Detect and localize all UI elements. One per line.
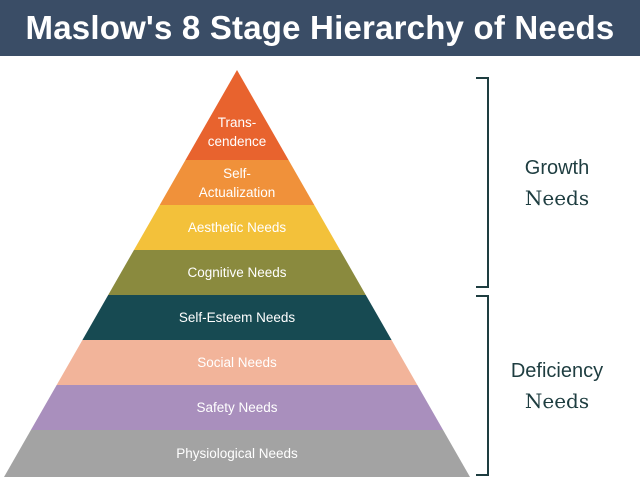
pyramid-layer-label-line: Aesthetic Needs (187, 220, 287, 235)
pyramid-layer-label-3: Cognitive Needs (127, 263, 347, 282)
pyramid-layer-label-1: Self- Actualization (127, 164, 347, 202)
pyramid-layer-label-line: Cognitive Needs (187, 265, 287, 280)
pyramid-layer-label-5: Social Needs (127, 353, 347, 372)
pyramid-layer-label-6: Safety Needs (127, 398, 347, 417)
pyramid-layer-label-0: Trans-cendence (127, 113, 347, 151)
pyramid-layer-label-4: Self-Esteem Needs (127, 308, 347, 327)
pyramid-layer-5 (56, 340, 418, 385)
pyramid-layer-4 (82, 295, 392, 340)
pyramid-layer-label-line: Trans- (217, 115, 257, 130)
page-title: Maslow's 8 Stage Hierarchy of Needs (25, 9, 615, 46)
brace-0 (476, 77, 489, 288)
pyramid-layer-label-line: Physiological Needs (176, 446, 298, 461)
title-bar: Maslow's 8 Stage Hierarchy of Needs (0, 0, 640, 56)
pyramid-layer-label-line: Self-Esteem Needs (178, 310, 296, 325)
brace-1 (476, 295, 489, 476)
pyramid-layer-label-line: Safety Needs (196, 400, 278, 415)
pyramid-layer-label-line: Self- (223, 165, 251, 181)
pyramid-layer-0 (185, 70, 289, 160)
pyramid-layer-label-line: Actualization (198, 184, 276, 200)
group-label-line: Growth (524, 156, 590, 179)
pyramid-layer-1 (159, 160, 315, 205)
group-label-line: Needs (524, 185, 590, 210)
pyramid-layer-label-2: Aesthetic Needs (127, 218, 347, 237)
pyramid-layer-label-line: Social Needs (197, 355, 277, 370)
group-label-line: Deficiency (510, 359, 604, 382)
pyramid-layer-7 (4, 430, 470, 477)
pyramid-layer-6 (30, 385, 444, 430)
pyramid-layer-2 (133, 205, 341, 250)
group-label-line: Needs (524, 388, 590, 413)
pyramid-layer-label-line: cendence (207, 134, 267, 149)
pyramid-layer-3 (108, 250, 366, 295)
pyramid-layer-label-7: Physiological Needs (127, 444, 347, 463)
